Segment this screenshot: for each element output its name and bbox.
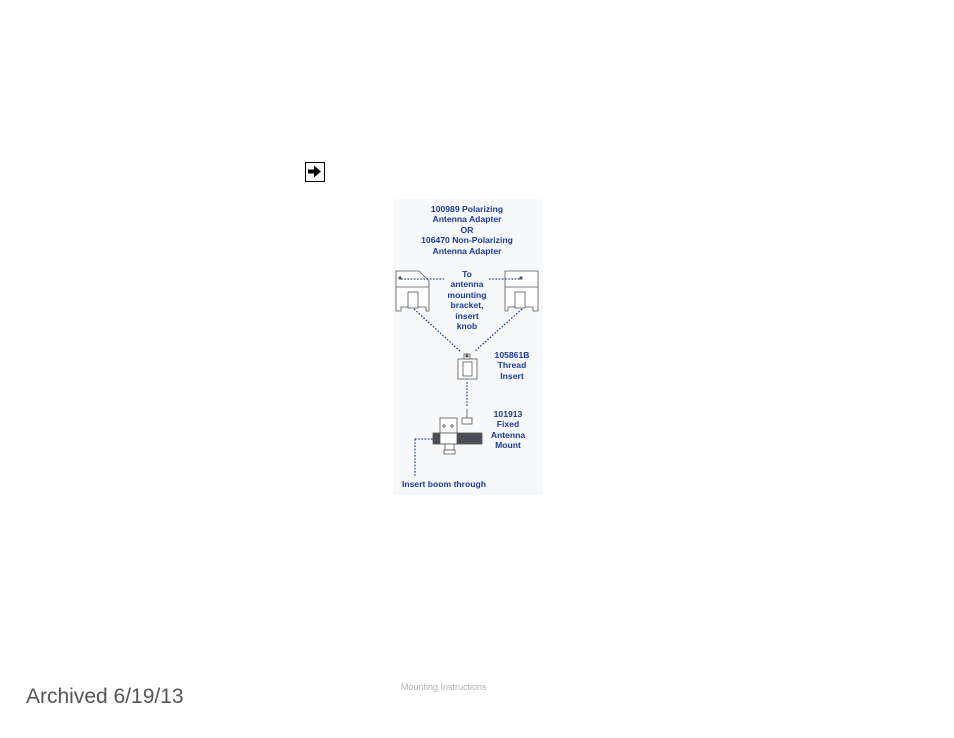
adapter-label-line-4: 106470 Non-Polarizing	[421, 235, 513, 246]
thread-insert-label: 105861B Thread Insert	[488, 350, 536, 381]
bracket-label-line-4: bracket,	[450, 300, 484, 311]
bracket-label-line-2: antenna	[450, 279, 484, 290]
adapter-label-line-5: Antenna Adapter	[432, 245, 502, 256]
bracket-label-line-1: To	[462, 269, 472, 279]
adapter-label: 100989 Polarizing Antenna Adapter OR 106…	[397, 204, 537, 256]
antenna-mounting-diagram: 100989 Polarizing Antenna Adapter OR 106…	[393, 199, 543, 495]
bracket-label-line-5: insert	[455, 310, 479, 321]
adapter-label-line-1: 100989 Polarizing	[430, 204, 504, 214]
footer-caption: Mounting Instructions	[401, 682, 487, 692]
thread-insert-label-line-3: Insert	[500, 370, 524, 381]
fixed-mount-label-line-3: Antenna	[490, 429, 526, 440]
fixed-mount-label: 101913 Fixed Antenna Mount	[484, 409, 532, 451]
fixed-mount-label-line-2: Fixed	[496, 419, 520, 430]
thread-insert-label-line-1: 105861B	[494, 350, 530, 360]
thread-insert-label-line-2: Thread	[497, 360, 527, 371]
archived-date: Archived 6/19/13	[26, 685, 184, 708]
arrow-right-icon[interactable]	[305, 162, 325, 182]
adapter-label-line-2: Antenna Adapter	[432, 214, 502, 225]
right-antenna-adapter	[504, 270, 539, 312]
bracket-label-line-6: knob	[456, 321, 478, 332]
leader-lines	[401, 278, 523, 476]
bracket-label-line-3: mounting	[447, 289, 487, 300]
left-antenna-adapter	[395, 270, 430, 312]
boom-label: Insert boom through	[402, 479, 487, 489]
fixed-mount-label-line-1: 101913	[493, 409, 523, 419]
fixed-mount-label-line-4: Mount	[495, 440, 521, 451]
adapter-label-line-3: OR	[460, 224, 474, 235]
bracket-label: To antenna mounting bracket, insert knob	[437, 269, 497, 331]
fixed-antenna-mount	[432, 409, 483, 455]
thread-insert	[457, 353, 478, 380]
diagram-drawing	[395, 270, 539, 476]
